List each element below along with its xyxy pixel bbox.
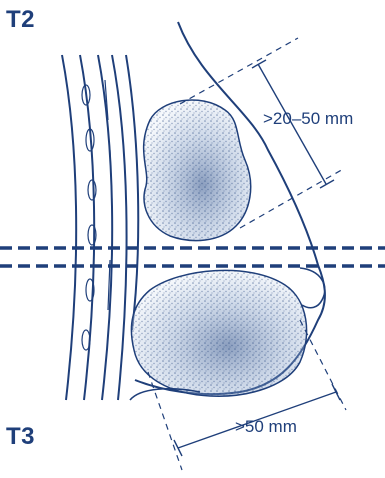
tumor-t3 xyxy=(131,270,306,396)
tumor-t2 xyxy=(144,100,251,241)
stage-label-t2: T2 xyxy=(6,6,35,34)
chest-wall xyxy=(62,55,138,400)
stage-label-t3: T3 xyxy=(6,423,35,451)
separator-lines xyxy=(0,248,385,266)
measurement-label-t3: >50 mm xyxy=(235,417,297,437)
measurement-label-t2: >20–50 mm xyxy=(263,109,353,129)
